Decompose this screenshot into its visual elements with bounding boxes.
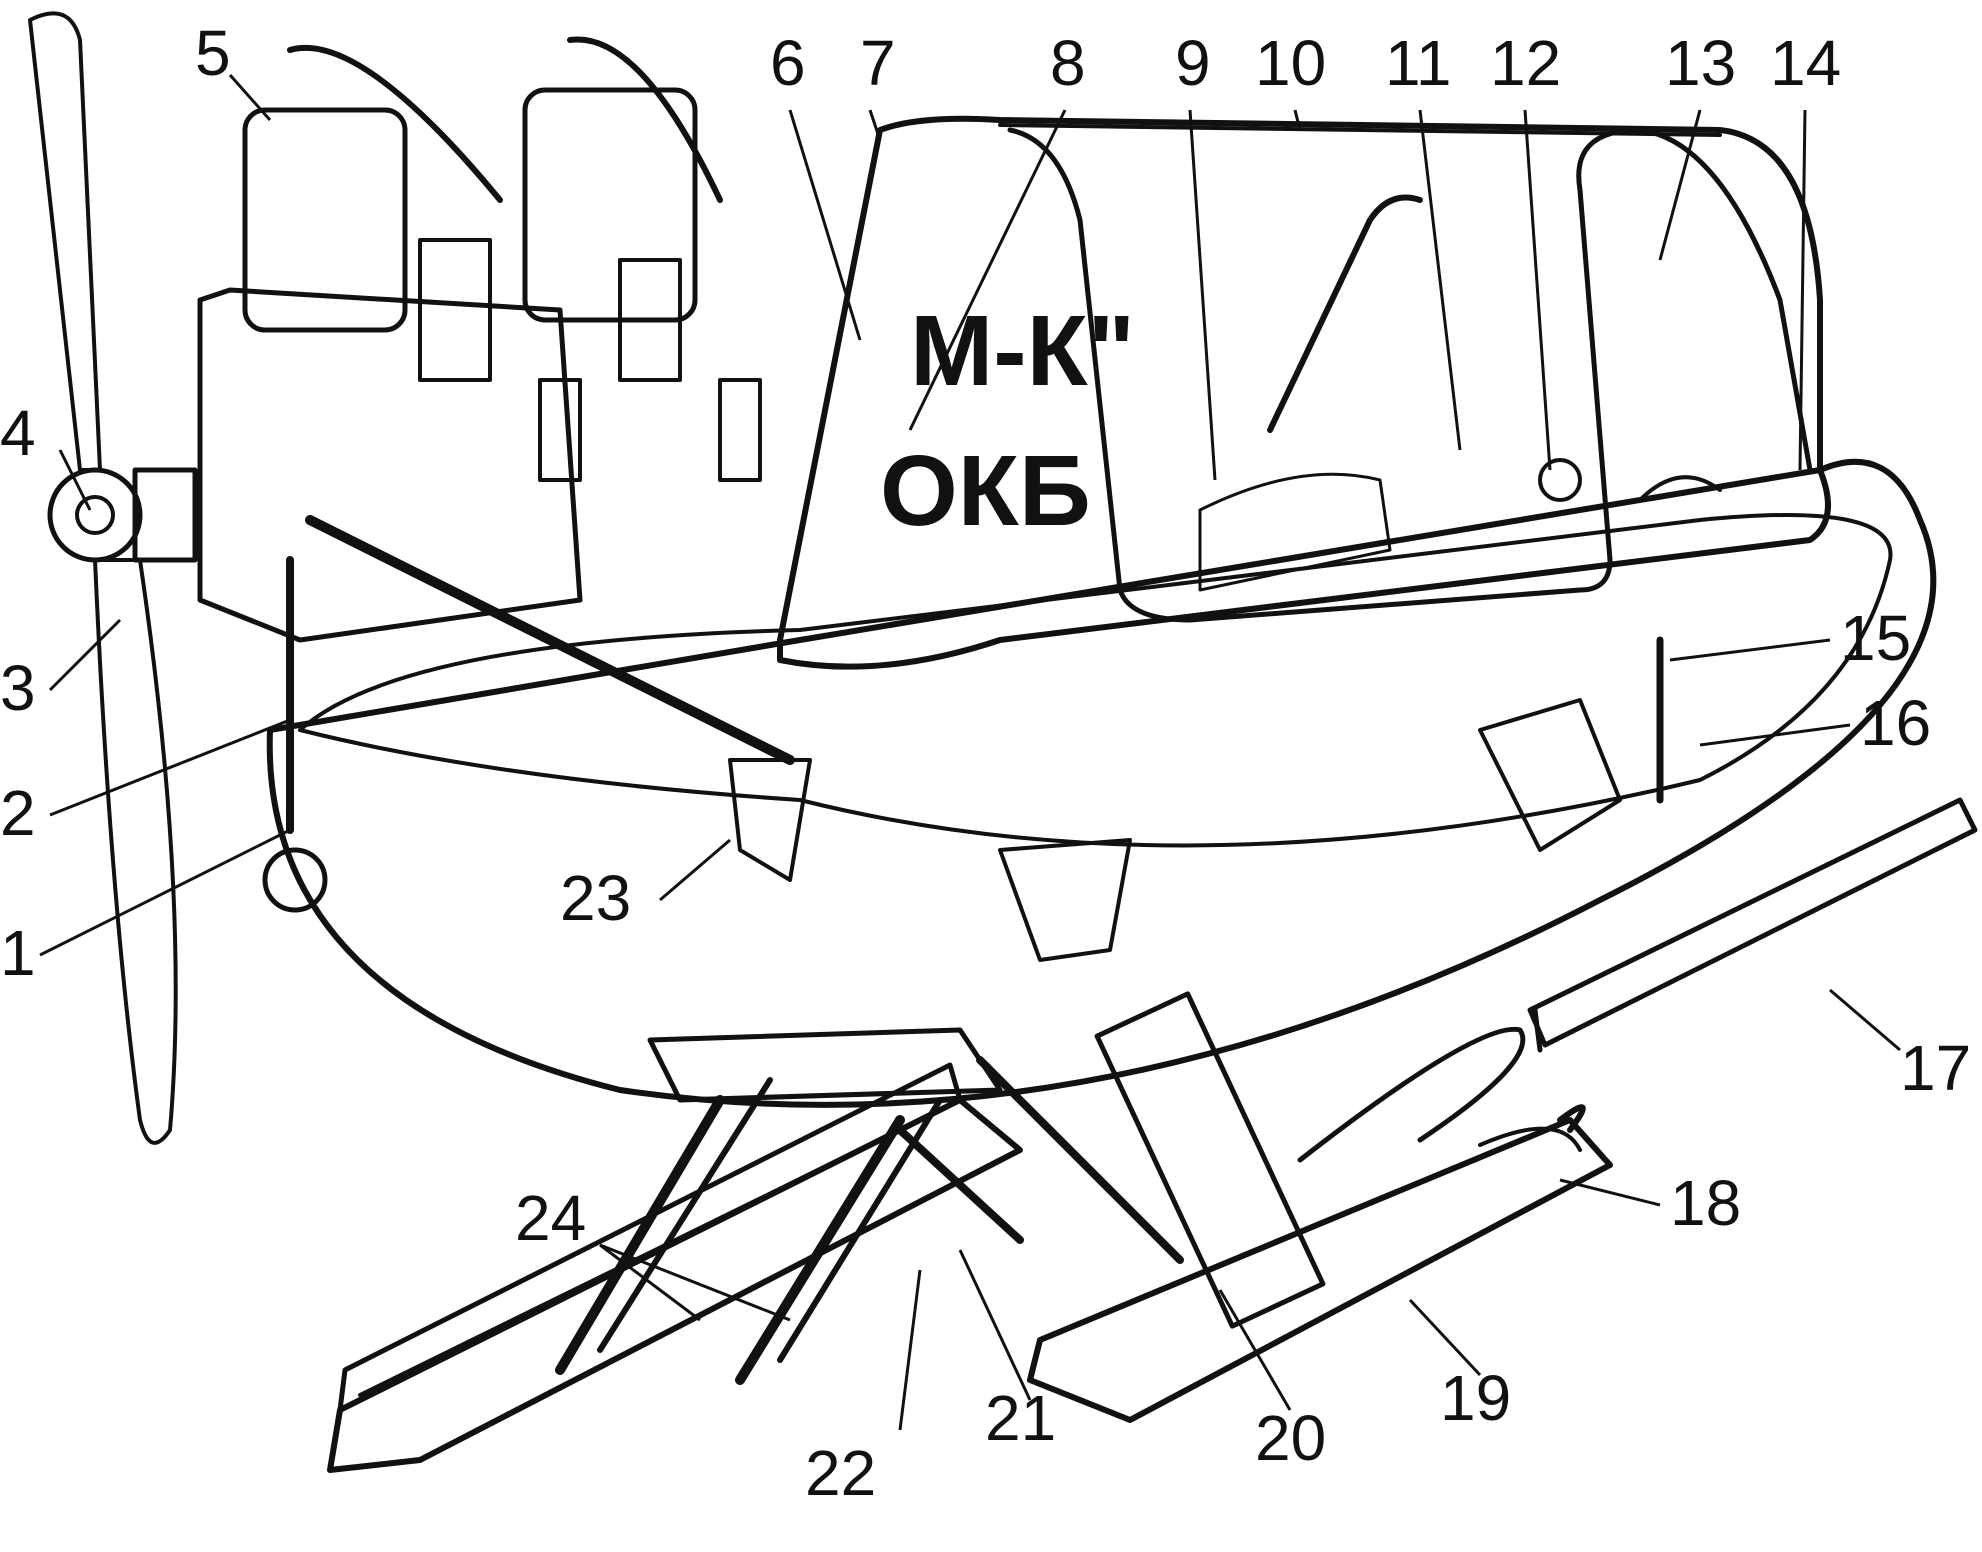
callout-15: 15 xyxy=(1840,602,1911,674)
callout-3: 3 xyxy=(0,652,36,724)
leader-lines xyxy=(39,74,1901,1431)
callout-2: 2 xyxy=(0,777,36,849)
callout-18: 18 xyxy=(1670,1167,1741,1239)
callout-11: 11 xyxy=(1385,27,1451,99)
front-ski-right xyxy=(1027,1026,1613,1423)
callout-1: 1 xyxy=(0,917,36,989)
canopy xyxy=(1007,127,1813,623)
callout-17: 17 xyxy=(1900,1032,1971,1104)
callout-12: 12 xyxy=(1490,27,1561,99)
callout-5: 5 xyxy=(195,17,231,89)
interior-details xyxy=(647,458,1722,1103)
callout-19: 19 xyxy=(1440,1362,1511,1434)
callout-20: 20 xyxy=(1255,1402,1326,1474)
callout-23: 23 xyxy=(560,862,631,934)
callout-numbers: 1 2 3 4 5 6 7 8 9 10 11 12 13 14 15 16 1… xyxy=(0,17,1971,1509)
propeller xyxy=(28,11,198,1145)
rear-ski xyxy=(1527,797,1978,1053)
callout-16: 16 xyxy=(1860,687,1931,759)
callout-9: 9 xyxy=(1175,27,1211,99)
callout-24: 24 xyxy=(515,1182,586,1254)
fuselage-marking-bottom: ОКБ xyxy=(880,435,1091,547)
callout-4: 4 xyxy=(0,397,36,469)
callout-21: 21 xyxy=(985,1382,1056,1454)
callout-6: 6 xyxy=(770,27,806,99)
fuselage-marking-top: М-К" xyxy=(910,295,1135,407)
callout-22: 22 xyxy=(805,1437,876,1509)
callout-14: 14 xyxy=(1770,27,1841,99)
callout-7: 7 xyxy=(860,27,896,99)
callout-13: 13 xyxy=(1665,27,1736,99)
callout-10: 10 xyxy=(1255,27,1326,99)
fuselage xyxy=(266,115,1937,1108)
front-ski-left xyxy=(327,1062,1023,1473)
engine xyxy=(197,36,812,913)
callout-8: 8 xyxy=(1050,27,1086,99)
